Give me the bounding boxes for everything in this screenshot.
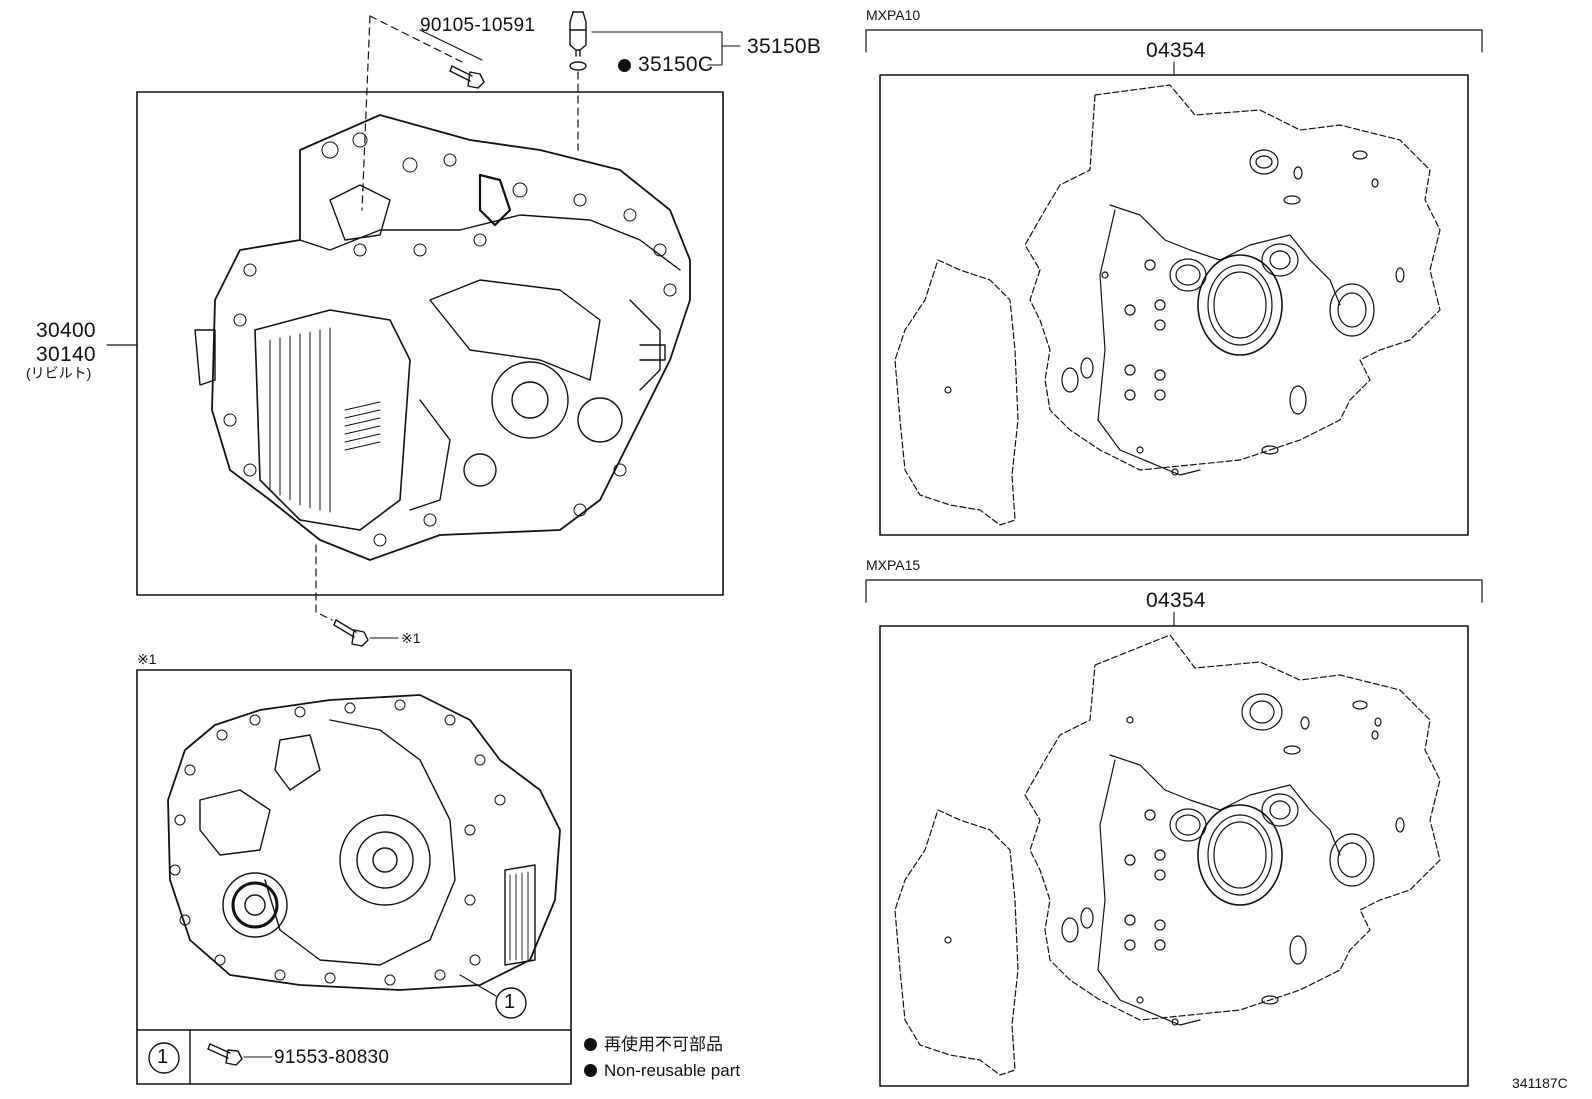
label-gasket-kit-2: 04354 <box>1146 589 1206 612</box>
non-reusable-dot-icon <box>618 59 631 72</box>
label-30140: 30140 <box>36 343 96 366</box>
label-inset-callout: 1 <box>504 991 516 1013</box>
gasket-kit-2-drawing <box>894 634 1441 1076</box>
transmission-frame <box>136 91 724 596</box>
legend-jp: 再使用不可部品 <box>584 1036 723 1053</box>
bolt-90105-10591-drawing <box>449 65 485 89</box>
label-bolt-91553-80830: 91553-80830 <box>274 1047 390 1068</box>
label-ref-mark: ※1 <box>401 630 421 646</box>
label-sensor-35150b: 35150B <box>747 35 822 58</box>
label-rebuilt-note: (リビルト) <box>26 365 92 381</box>
figure-id: 341187C <box>1512 1075 1568 1091</box>
label-variant-mxpa10: MXPA10 <box>866 7 921 23</box>
mxpa10-frame <box>879 74 1469 536</box>
legend-en: Non-reusable part <box>584 1062 740 1079</box>
inset-callout-circle <box>495 987 527 1019</box>
inset-table-key-circle <box>148 1042 180 1074</box>
legend-dot-icon <box>584 1064 597 1077</box>
label-inset-ref: ※1 <box>137 651 157 667</box>
mxpa10-bracket <box>865 29 1483 53</box>
bellhousing-drawing <box>167 694 561 991</box>
bolt-91553-80830-drawing <box>207 1043 243 1066</box>
mxpa15-bracket <box>865 579 1483 603</box>
label-variant-mxpa15: MXPA15 <box>866 557 921 573</box>
transmission-assembly-drawing <box>194 114 691 561</box>
label-oring-35150c: 35150C <box>618 54 713 75</box>
label-30400: 30400 <box>36 319 96 342</box>
legend-dot-icon <box>584 1038 597 1051</box>
label-gasket-kit-1: 04354 <box>1146 39 1206 62</box>
inset-frame <box>136 669 572 1085</box>
gasket-kit-1-drawing <box>894 84 1441 526</box>
label-inset-table-key: 1 <box>157 1046 169 1068</box>
mxpa15-frame <box>879 625 1469 1087</box>
sensor-drawing <box>569 11 587 71</box>
bolt-ref1-drawing <box>333 619 369 647</box>
label-bolt-90105-10591: 90105-10591 <box>420 15 536 36</box>
